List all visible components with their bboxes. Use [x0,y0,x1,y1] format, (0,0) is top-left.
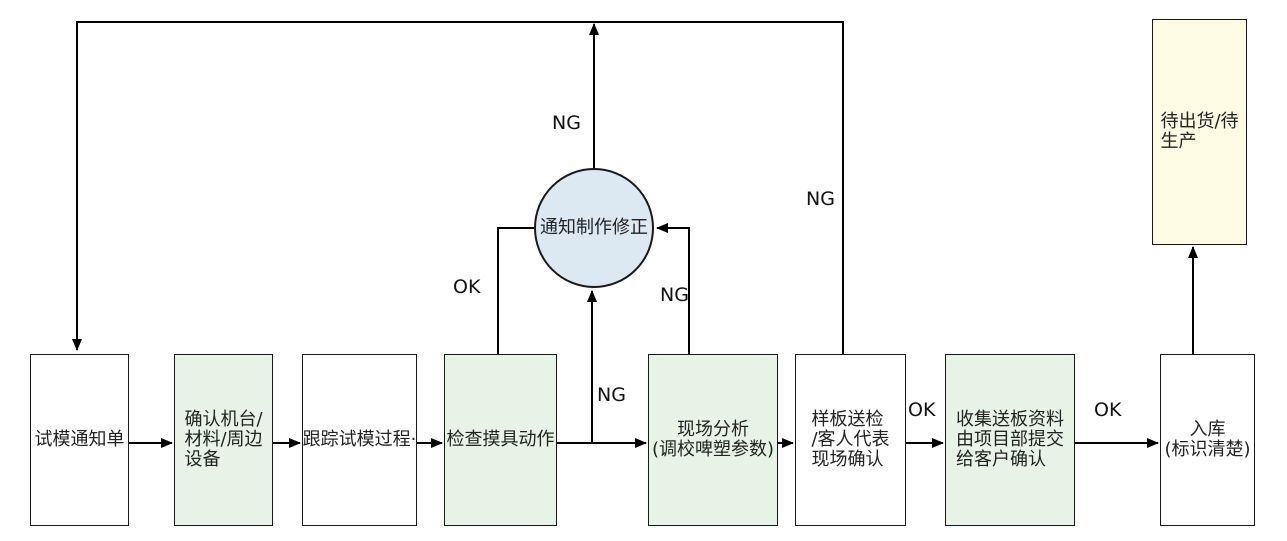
node-check-mold: 检查摸具动作 [444,354,557,526]
edge-label-ng-top: NG [552,112,581,134]
node-label: 待出货/待 生产 [1160,111,1239,152]
edge-label-ng-loop: NG [806,188,835,210]
node-label: 样板送检 /客人代表 现场确认 [811,409,890,470]
edge-label-ng-from-check: NG [597,384,626,406]
node-label: 收集送板资料 由项目部提交 给客户确认 [956,409,1064,470]
node-label: 试模通知单 [34,429,125,450]
node-label: 入库 (标识清楚) [1164,419,1251,460]
edge-label-ok-collect: OK [1094,399,1122,421]
node-label: 确认机台/ 材料/周边 设备 [184,409,263,470]
node-sample-inspect: 样板送检 /客人代表 现场确认 [795,354,906,526]
node-label: 现场分析 (调校啤塑参数) [651,419,775,460]
node-collect-submit: 收集送板资料 由项目部提交 给客户确认 [945,354,1075,526]
node-track-process: 跟踪试模过程· [302,354,417,526]
edge-analysis-ng-to-fix [656,223,690,354]
node-site-analysis: 现场分析 (调校啤塑参数) [648,354,778,526]
edge-label-ok-sample: OK [908,399,936,421]
node-label: 通知制作修正 [540,217,648,238]
node-confirm-machine: 确认机台/ 材料/周边 设备 [174,354,273,526]
edge-label-ng-from-analysis: NG [660,284,689,306]
edge-label-ok-to-check: OK [453,276,481,298]
node-label: 检查摸具动作 [446,429,555,450]
node-await-shipment: 待出货/待 生产 [1152,19,1247,245]
node-trial-notice: 试模通知单 [30,354,129,526]
edge-ng-loop-to-trial [72,21,844,354]
node-warehouse: 入库 (标识清楚) [1160,354,1255,526]
edge-fix-ok-to-check [497,227,534,354]
node-notify-correction: 通知制作修正 [534,168,654,288]
node-label: 跟踪试模过程· [302,429,417,450]
